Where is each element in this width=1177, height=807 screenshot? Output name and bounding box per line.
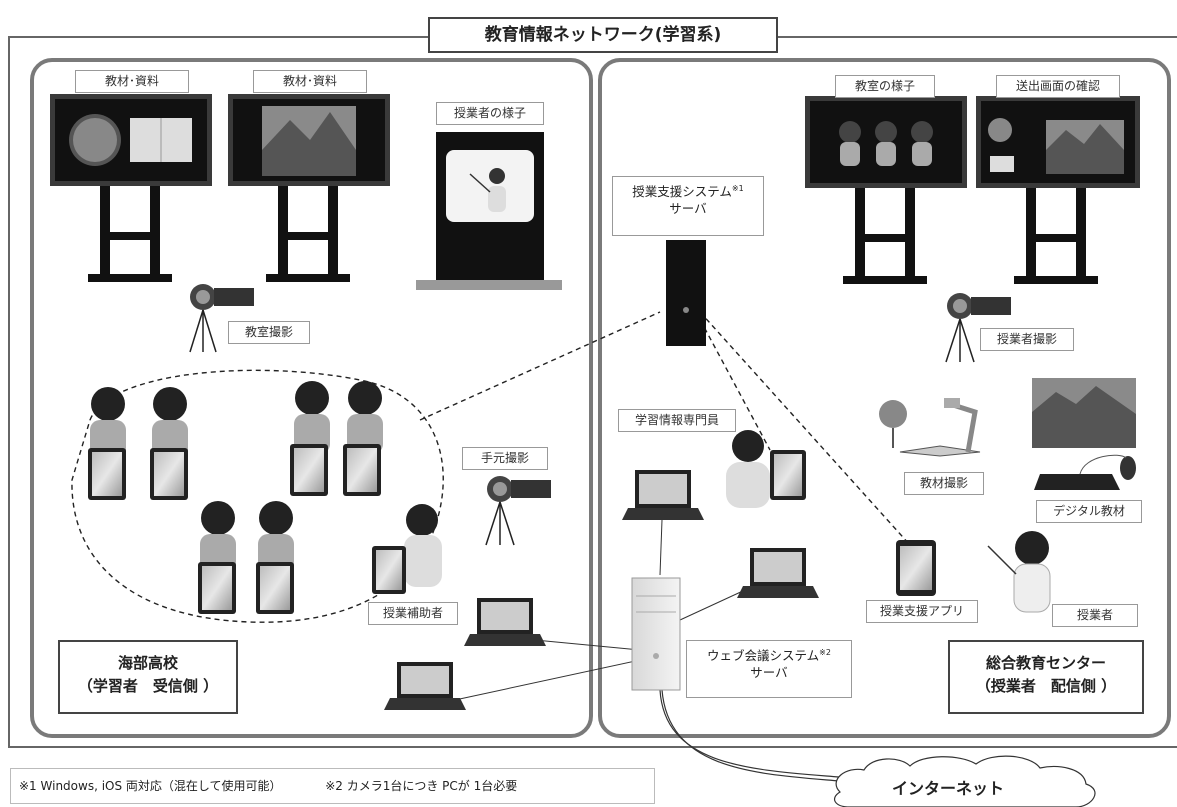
- label-material-1: 教材･資料: [75, 70, 189, 93]
- internet-label: インターネット: [892, 779, 1005, 798]
- label-teacher-view: 授業者の様子: [436, 102, 544, 125]
- footnote-box: ※1 Windows, iOS 両対応（混在して使用可能） ※2 カメラ1台につ…: [10, 768, 655, 804]
- center-name: 総合教育センター: [985, 654, 1106, 672]
- label-teacher-camera: 授業者撮影: [980, 328, 1074, 351]
- diagram-title: 教育情報ネットワーク(学習系): [428, 17, 778, 53]
- support-server-name: 授業支援システム: [632, 184, 732, 200]
- label-output-check: 送出画面の確認: [996, 75, 1120, 98]
- footnote-2: ※2 カメラ1台につき PCが 1台必要: [325, 779, 518, 793]
- laptop-left-1: [464, 598, 546, 646]
- left-school-label: 海部高校 （学習者 受信側 ）: [58, 640, 238, 714]
- label-classroom-view: 教室の様子: [835, 75, 935, 98]
- web-server-mark: ※2: [819, 648, 831, 657]
- laptop-right-1: [622, 470, 704, 520]
- web-server-label: ウェブ会議システム※2 サーバ: [686, 640, 852, 698]
- web-server-name: ウェブ会議システム: [707, 648, 820, 664]
- web-server-tower: [631, 577, 681, 691]
- web-server-type: サーバ: [750, 665, 788, 681]
- school-name: 海部高校: [117, 654, 178, 672]
- right-center-label: 総合教育センター （授業者 配信側 ）: [948, 640, 1144, 714]
- laptop-left-2: [384, 662, 466, 710]
- label-material-camera: 教材撮影: [904, 472, 984, 495]
- label-assistant: 授業補助者: [368, 602, 458, 625]
- support-server-label: 授業支援システム※1 サーバ: [612, 176, 764, 236]
- school-role: （学習者 受信側 ）: [77, 676, 219, 695]
- center-role: （授業者 配信側 ）: [975, 676, 1117, 695]
- internet-link: [659, 689, 851, 779]
- dashed-link-specialist: [695, 311, 771, 451]
- student-figures: [90, 381, 383, 572]
- label-hand-camera: 手元撮影: [462, 447, 548, 470]
- label-teacher: 授業者: [1052, 604, 1138, 627]
- label-digital-material: デジタル教材: [1036, 500, 1142, 523]
- dashed-link-classroom: [419, 311, 661, 421]
- laptop-right-2: [737, 548, 819, 598]
- label-specialist: 学習情報専門員: [618, 409, 736, 432]
- label-support-app: 授業支援アプリ: [866, 600, 978, 623]
- student-tablets: [88, 444, 381, 614]
- dashed-link-app: [699, 311, 911, 546]
- support-server-mark: ※1: [731, 184, 744, 193]
- label-classroom-camera: 教室撮影: [228, 321, 310, 344]
- footnote-1: ※1 Windows, iOS 両対応（混在して使用可能）: [19, 779, 282, 793]
- support-server-type: サーバ: [669, 201, 707, 217]
- label-material-2: 教材･資料: [253, 70, 367, 93]
- support-server-tower: [666, 240, 706, 346]
